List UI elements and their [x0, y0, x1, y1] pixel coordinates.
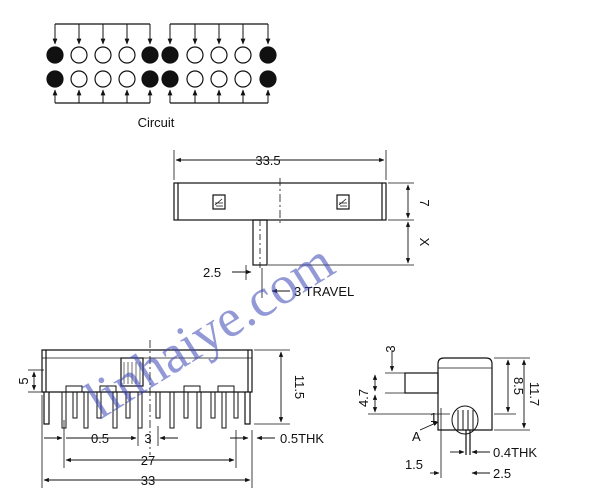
bottom-contact-open: [118, 70, 136, 88]
dim-7: 7: [417, 199, 432, 206]
dim-3-front: 3: [144, 431, 151, 446]
front-pin: [183, 392, 189, 419]
dim-x: X: [417, 238, 432, 247]
bottom-contact-open: [210, 70, 228, 88]
dim-1: 1: [430, 410, 437, 425]
front-body-tab: [65, 385, 83, 392]
bottom-contact-filled: [141, 70, 159, 88]
dim-4-7: 4.7: [356, 389, 371, 407]
front-pin: [125, 392, 131, 419]
bottom-contact-open: [234, 70, 252, 88]
top-contact-open: [186, 46, 204, 64]
top-view-switch: [173, 150, 414, 298]
dim-2-5-top: 2.5: [203, 265, 221, 280]
dim-a: A: [412, 429, 421, 444]
circuit-label: Circuit: [138, 115, 175, 130]
thk-0-5: 0.5THK: [280, 431, 324, 446]
top-contact-open: [234, 46, 252, 64]
top-contact-filled: [46, 46, 64, 64]
top-contact-open: [210, 46, 228, 64]
front-body-tab: [183, 385, 201, 392]
top-contact-filled: [259, 46, 277, 64]
bottom-contact-filled: [46, 70, 64, 88]
front-pin: [112, 392, 118, 429]
dim-33: 33: [141, 473, 155, 488]
front-pin: [169, 392, 175, 429]
bottom-contact-filled: [259, 70, 277, 88]
dim-11-5: 11.5: [292, 375, 307, 399]
front-pin: [83, 392, 89, 429]
dim-3-side: 3: [383, 345, 398, 352]
circuit-diagram: [46, 23, 277, 104]
dim-2-5-side: 2.5: [493, 466, 511, 481]
dim-33-5: 33.5: [255, 153, 280, 168]
travel-label: 3 TRAVEL: [294, 284, 354, 299]
front-pin: [72, 392, 78, 419]
top-contact-open: [118, 46, 136, 64]
thk-0-4: 0.4THK: [493, 445, 537, 460]
top-contact-open: [70, 46, 88, 64]
front-pin: [210, 392, 216, 419]
bottom-contact-open: [186, 70, 204, 88]
front-body-tab: [99, 385, 117, 392]
watermark-text: linhaiye.com: [75, 231, 345, 430]
front-pin: [155, 392, 161, 419]
dim-5: 5: [16, 377, 31, 384]
side-view-switch: [368, 350, 530, 478]
front-pin: [233, 392, 239, 419]
bottom-contact-open: [70, 70, 88, 88]
bottom-contact-filled: [161, 70, 179, 88]
top-contact-filled: [141, 46, 159, 64]
top-contact-filled: [161, 46, 179, 64]
front-pin: [137, 392, 143, 429]
dim-0-5: 0.5: [91, 431, 109, 446]
dim-1-5: 1.5: [405, 457, 423, 472]
dim-11-7: 11.7: [527, 382, 542, 406]
dim-27: 27: [141, 453, 155, 468]
front-view-switch: [28, 340, 290, 488]
front-pin: [96, 392, 102, 419]
front-pin: [196, 392, 202, 429]
bottom-contact-open: [94, 70, 112, 88]
dim-8-5: 8.5: [511, 377, 526, 395]
top-contact-open: [94, 46, 112, 64]
front-body-tab: [217, 385, 235, 392]
front-pin: [221, 392, 227, 429]
